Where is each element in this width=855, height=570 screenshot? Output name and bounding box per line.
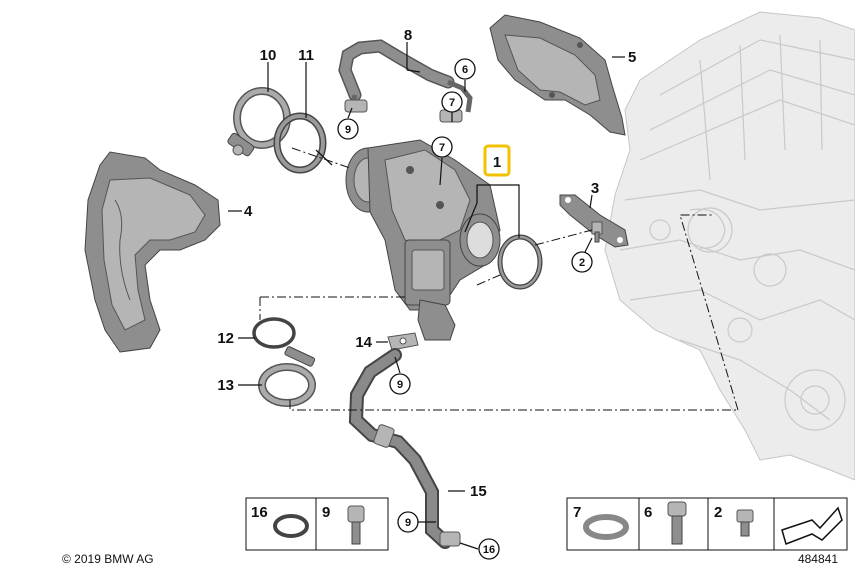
gasket-ring-part-1 — [497, 234, 543, 290]
callout-circle-16 — [478, 538, 500, 560]
label-part-5: 5 — [628, 49, 636, 66]
label-part-10: 10 — [260, 47, 277, 64]
heat-shield-part-5 — [489, 14, 626, 136]
arrow-icon — [781, 506, 843, 545]
legend-right-label-7: 7 — [573, 504, 581, 521]
bolt-part-2 — [591, 221, 603, 243]
part-labels: 1 8 5 10 11 4 3 12 13 14 15 6 7 7 9 2 9 … — [217, 27, 636, 560]
screw-icon — [736, 509, 754, 537]
heat-shield-part-4 — [84, 151, 221, 353]
legend-right-label-2: 2 — [714, 504, 722, 521]
label-part-15: 15 — [470, 483, 487, 500]
turbocharger-part-1 — [345, 139, 501, 341]
label-part-14: 14 — [355, 334, 372, 351]
highlight-box-part-1 — [483, 144, 511, 177]
ring-part-12 — [252, 317, 296, 349]
clamp-part-13 — [258, 346, 316, 407]
alignment-lines — [259, 147, 739, 411]
callout-circle-9a — [337, 118, 359, 140]
label-part-8: 8 — [404, 27, 412, 44]
callout-circle-6 — [454, 58, 476, 80]
legend-right-label-6: 6 — [644, 504, 652, 521]
engine-block-illustration — [604, 11, 855, 481]
label-part-7b: 7 — [439, 142, 445, 154]
gasket-part-14 — [387, 332, 419, 351]
bolt-icon — [347, 505, 365, 545]
copyright-text: © 2019 BMW AG — [62, 552, 154, 566]
legend-left-label-16: 16 — [251, 504, 268, 521]
label-part-9c: 9 — [405, 517, 411, 529]
gasket-part-11 — [273, 112, 327, 174]
label-part-6: 6 — [462, 64, 468, 76]
o-ring-icon — [273, 514, 309, 538]
washer-icon — [583, 514, 629, 540]
bracket-part-3 — [559, 194, 629, 248]
banjo-bolt-icon — [667, 501, 687, 545]
label-part-2: 2 — [579, 257, 585, 269]
label-part-3: 3 — [591, 180, 599, 197]
label-part-16: 16 — [483, 544, 495, 556]
label-part-13: 13 — [217, 377, 234, 394]
legend-left-label-9: 9 — [322, 504, 330, 521]
label-part-11: 11 — [298, 47, 314, 64]
label-part-1: 1 — [493, 154, 501, 171]
callout-circle-2 — [571, 251, 593, 273]
legend-left: 16 9 — [245, 497, 389, 551]
callout-circle-7a — [441, 91, 463, 113]
callout-circle-9b — [389, 373, 411, 395]
diagram-number: 484841 — [798, 552, 838, 566]
label-part-4: 4 — [244, 203, 253, 220]
label-part-7a: 7 — [449, 97, 455, 109]
label-part-12: 12 — [217, 330, 234, 347]
label-part-9b: 9 — [397, 379, 403, 391]
label-part-9a: 9 — [345, 124, 351, 136]
pipe-part-15 — [348, 348, 461, 549]
leader-lines — [228, 42, 625, 550]
legend-right: 7 6 2 — [566, 497, 848, 551]
coolant-pipe-part-8 — [338, 39, 473, 123]
callout-circle-9c — [397, 511, 419, 533]
callout-circle-7b — [431, 136, 453, 158]
